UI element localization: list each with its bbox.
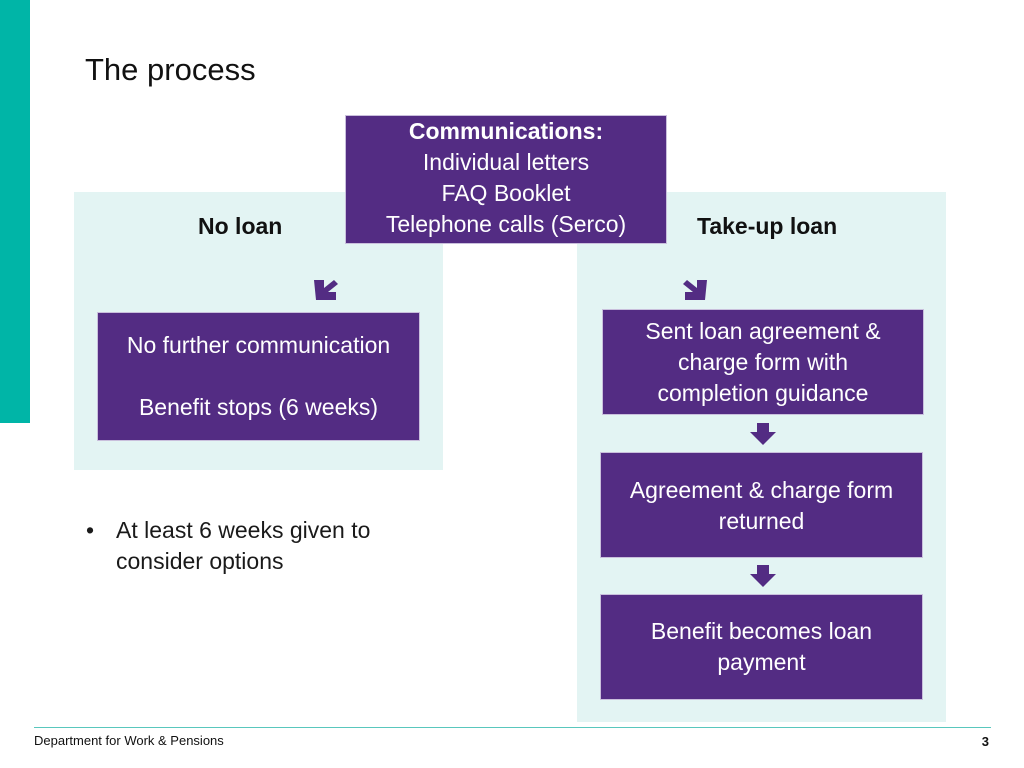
step-line: Benefit becomes loan — [650, 618, 873, 644]
bullet-line: At least 6 weeks given to — [116, 517, 371, 543]
footer-organisation: Department for Work & Pensions — [34, 733, 224, 748]
agreement-returned-box: Agreement & charge form returned — [600, 452, 923, 558]
take-up-loan-label: Take-up loan — [697, 213, 838, 239]
arrow-down-right-icon — [314, 280, 338, 300]
communications-box: Communications: Individual letters FAQ B… — [345, 115, 667, 244]
bullet-line: consider options — [116, 548, 284, 574]
bullet-dot-icon: • — [86, 517, 95, 543]
communications-line: FAQ Booklet — [441, 179, 571, 206]
arrow-down-icon — [750, 565, 776, 587]
arrow-down-left-icon — [683, 280, 707, 300]
step-line: charge form with — [677, 348, 848, 375]
no-loan-box-line: No further communication — [126, 332, 391, 358]
step-line: returned — [718, 508, 805, 534]
benefit-becomes-loan-box: Benefit becomes loan payment — [600, 594, 923, 700]
communications-heading: Communications: — [408, 117, 604, 144]
step-line: Sent loan agreement & — [645, 317, 881, 344]
step-line: completion guidance — [657, 379, 869, 406]
bullet-item: • At least 6 weeks given to consider opt… — [86, 515, 370, 577]
no-loan-label: No loan — [198, 213, 283, 239]
no-further-communication-box: No further communication Benefit stops (… — [97, 312, 420, 441]
arrow-down-icon — [750, 423, 776, 445]
step-line: Agreement & charge form — [629, 477, 894, 503]
slide-title: The process — [85, 52, 256, 87]
sent-loan-agreement-box: Sent loan agreement & charge form with c… — [602, 309, 924, 415]
accent-bar — [0, 0, 30, 423]
footer-divider — [34, 727, 991, 728]
communications-line: Individual letters — [422, 148, 590, 175]
communications-line: Telephone calls (Serco) — [385, 210, 627, 237]
page-number: 3 — [981, 734, 989, 749]
step-line: payment — [717, 649, 806, 675]
no-loan-box-line: Benefit stops (6 weeks) — [138, 394, 379, 420]
